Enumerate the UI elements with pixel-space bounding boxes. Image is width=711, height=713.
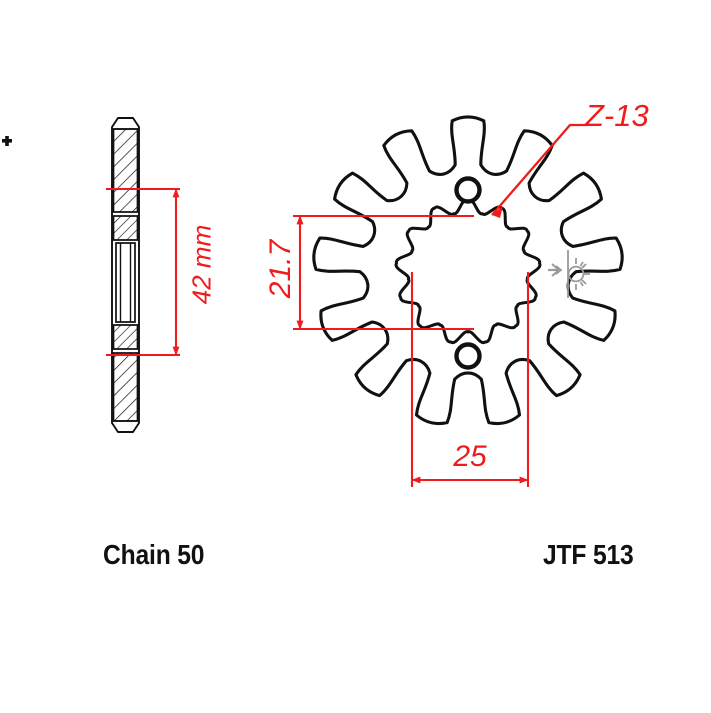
dimension-21-7 — [293, 214, 474, 331]
dimension-25 — [410, 272, 530, 487]
section-bore-wall — [115, 242, 136, 323]
section-view — [111, 117, 140, 433]
crosshair-registration-icon — [2, 136, 12, 146]
section-hatch-lower-rim — [112, 352, 139, 422]
leader-arrow-z13 — [492, 206, 503, 218]
sprocket-spline-bore — [394, 198, 542, 345]
section-hatch-upper-rim — [112, 128, 139, 213]
section-hatch-upper-hub — [112, 215, 139, 241]
sunburst-machining-icon — [548, 250, 590, 298]
front-view — [312, 115, 624, 426]
section-hatch-lower-hub — [112, 324, 139, 350]
dimension-label-21-7: 21.7 — [264, 239, 297, 299]
bolt-hole-top — [454, 176, 482, 204]
dimension-42mm — [106, 187, 180, 357]
teeth-count-label: Z-13 — [585, 98, 649, 133]
dimension-label-25: 25 — [453, 440, 487, 473]
leader-path-z13 — [491, 123, 588, 216]
bolt-hole-bottom — [454, 342, 482, 370]
chain-caption: Chain 50 — [103, 539, 205, 570]
part-number-caption: JTF 513 — [543, 539, 634, 570]
leader-line-z13 — [491, 123, 588, 218]
dimension-label-42mm: 42 mm — [186, 224, 217, 305]
